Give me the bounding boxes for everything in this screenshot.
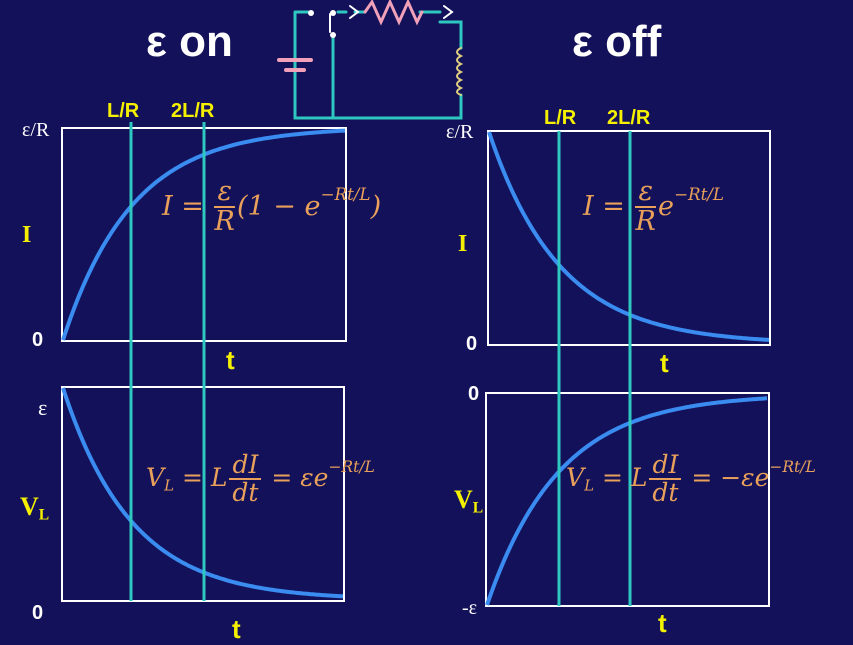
formula-exponent: −Rt/L <box>328 457 375 476</box>
formula-v: V <box>566 462 585 492</box>
formula-eq2: = εe <box>271 462 329 492</box>
formula-numerator: dI <box>229 451 262 481</box>
off-current-xlabel: t <box>660 348 669 378</box>
off-voltage-ylabel-main: V <box>454 485 473 514</box>
formula-v-sub: L <box>164 476 175 495</box>
inductor-icon <box>456 47 464 96</box>
epsilon-on-title: ε on <box>146 17 233 66</box>
on-current-ylabel: I <box>22 222 32 248</box>
off-voltage-ylabel-sub: L <box>472 499 484 517</box>
on-voltage-ylabel-sub: L <box>38 506 50 524</box>
formula-denominator: dt <box>652 478 679 508</box>
off-voltage-ymax-label: 0 <box>468 383 480 405</box>
formula-base: e <box>657 190 674 222</box>
formula-lhs: I = <box>583 190 625 222</box>
on-voltage-ylabel: VL <box>20 492 49 525</box>
formula-numerator: dI <box>649 451 682 481</box>
battery-icon <box>277 58 313 72</box>
on-current-ymax-label: ε/R <box>22 119 50 141</box>
on-lr-label: L/R <box>107 100 140 122</box>
on-2lr-label: 2L/R <box>171 100 215 122</box>
formula-v-sub: L <box>584 476 595 495</box>
off-voltage-xlabel: t <box>658 608 667 638</box>
off-2lr-label: 2L/R <box>607 107 651 129</box>
off-lr-label: L/R <box>544 107 577 129</box>
off-voltage-ymin-label: -ε <box>462 597 478 619</box>
formula-denominator: R <box>635 206 656 238</box>
formula-paren-open: (1 − e <box>236 190 321 222</box>
resistor-icon <box>363 0 424 26</box>
formula-numerator: ε <box>214 177 235 209</box>
on-current-xlabel: t <box>226 345 235 375</box>
formula-eq1: = L <box>174 462 228 492</box>
formula-eq1: = L <box>594 462 648 492</box>
formula-lhs: I = <box>162 190 204 222</box>
switch-icon <box>308 10 336 38</box>
epsilon-off-title: ε off <box>572 17 662 66</box>
off-current-ymin-label: 0 <box>466 333 478 355</box>
on-voltage-xlabel: t <box>232 614 241 644</box>
formula-paren-close: ) <box>370 190 382 222</box>
formula-eq2: = −εe <box>691 462 770 492</box>
formula-exponent: −Rt/L <box>320 183 371 204</box>
formula-exponent: −Rt/L <box>673 183 725 204</box>
off-current-ymax-label: ε/R <box>446 121 474 143</box>
formula-denominator: dt <box>232 478 259 508</box>
off-voltage-rise-curve <box>485 396 768 606</box>
on-voltage-ymin-label: 0 <box>32 602 44 624</box>
current-arrow-left <box>349 5 360 19</box>
circuit-wire <box>293 10 463 120</box>
on-voltage-ymax-label: ε <box>38 395 48 420</box>
current-arrow-right <box>443 5 454 19</box>
off-voltage-plot-frame <box>485 392 770 607</box>
rl-circuit-icon <box>277 0 464 120</box>
formula-numerator: ε <box>635 177 656 209</box>
formula-denominator: R <box>214 206 235 238</box>
formula-exponent: −Rt/L <box>769 457 816 476</box>
on-current-ymin-label: 0 <box>32 329 44 351</box>
off-current-ylabel: I <box>458 231 468 257</box>
on-voltage-ylabel-main: V <box>20 492 39 521</box>
formula-v: V <box>146 462 165 492</box>
off-voltage-ylabel: VL <box>454 485 483 518</box>
